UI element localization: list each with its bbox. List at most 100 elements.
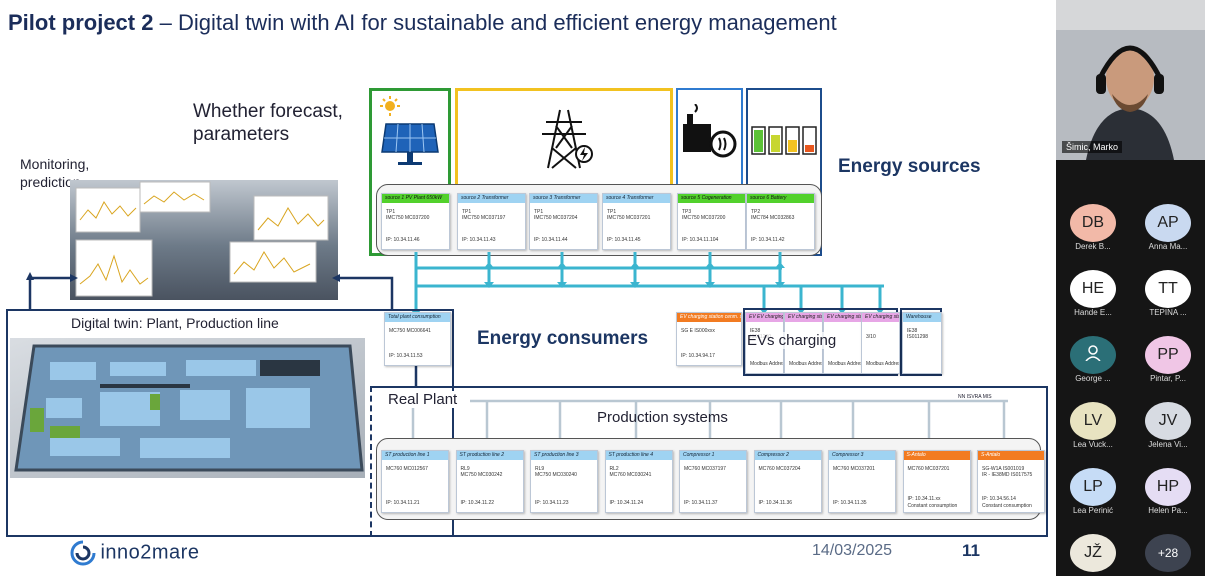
card-ip: IP: 10.34.11.45 (607, 237, 641, 243)
participant-name: Lea Perinić (1072, 506, 1114, 515)
speaker-name: Šimic, Marko (1062, 141, 1123, 153)
card-ip: IP: 10.34.11.23 (535, 500, 569, 506)
label-production-systems: Production systems (597, 409, 728, 426)
participant-name: Derek B... (1075, 242, 1111, 251)
card-row: MC760 MC037201 (907, 466, 950, 472)
card-row: TP1 (462, 209, 472, 215)
participant-name: TEPINA ... (1149, 308, 1187, 317)
battery-icon (751, 126, 817, 155)
card-ip: IP: 10.34.11.53 (389, 353, 423, 359)
participant-avatar[interactable]: HP (1145, 468, 1191, 506)
card-header: Compressor 1 (680, 451, 746, 460)
card-note: Constant consumption (982, 503, 1032, 509)
card-row: MC750 MC006641 (389, 328, 431, 334)
card-ip: IP: 10.34.11.44 (534, 237, 568, 243)
card-header: ST production line 4 (605, 451, 672, 460)
participant-name: Lea Vuck... (1073, 440, 1113, 449)
card-row: TP3 (682, 209, 692, 215)
card-header: EV charging station 4 (862, 313, 899, 322)
solar-panel-icon (380, 96, 439, 165)
label-evs-charging: EVs charging (747, 332, 837, 349)
card-ip: Modbus Address (828, 361, 862, 367)
card-row: TP1 (386, 209, 396, 215)
card-ip: Modbus Address (789, 361, 823, 367)
footer-date: 14/03/2025 (812, 542, 893, 559)
label-nn-isvra: NN ISVRA MIS (958, 394, 992, 400)
card-row: IMC750 MC037197 (462, 215, 506, 221)
label-energy-consumers: Energy consumers (477, 328, 649, 349)
card-row: RL9 (535, 466, 545, 472)
card-row: IMC750 MC037201 (607, 215, 651, 221)
card-row: IMC750 MC037200 (682, 215, 726, 221)
participant-avatar[interactable]: JV (1145, 402, 1191, 440)
card-ip: IP: 10.34.11.104 (682, 237, 719, 243)
card-row: MC750 MC030242 (460, 472, 503, 478)
card-ip: IP: 10.34.11.37 (684, 500, 718, 506)
participant-avatar[interactable]: TT (1145, 270, 1191, 308)
label-energy-sources: Energy sources (838, 156, 981, 177)
card-header: source 1 PV Plant 650kW (382, 194, 449, 203)
participant-name: Anna Ma... (1148, 242, 1188, 251)
label-digital-twin: Digital twin: Plant, Production line (71, 315, 279, 331)
card-ip: IP: 10.34.11.46 (386, 237, 420, 243)
participant-avatar[interactable]: HE (1070, 270, 1116, 308)
cogeneration-icon (683, 104, 737, 158)
user-icon (1085, 345, 1101, 362)
participant-avatar[interactable]: JŽ (1070, 534, 1116, 572)
label-monitoring: Monitoring, (20, 156, 90, 172)
card-header: ST production line 3 (531, 451, 597, 460)
card-row: IMC750 MC037204 (534, 215, 578, 221)
participant-avatar[interactable]: DB (1070, 204, 1116, 242)
card-row: RL2 (609, 466, 619, 472)
card-row: SG E IS000xxx (681, 328, 715, 334)
real-plant-frame (370, 386, 1048, 537)
participant-name: George ... (1075, 374, 1111, 383)
card-ip: Modbus Address (866, 361, 900, 367)
presentation-slide: Pilot project 2 – Digital twin with AI f… (0, 0, 1056, 576)
card-header: source 3 Transformer (530, 194, 597, 203)
card-row: MC760 MC030241 (609, 472, 652, 478)
label-prediction: prediction (20, 174, 81, 190)
card-ip: IP: 10.34.11.35 (833, 500, 867, 506)
card-header: ST production line 1 (382, 451, 448, 460)
card-ip: IP: 10.34.11.21 (386, 500, 420, 506)
energy-flow-pipes (26, 252, 1009, 450)
card-note: Constant consumption (907, 503, 958, 509)
participant-avatar[interactable]: LP (1070, 468, 1116, 506)
digital-twin-plant-image (10, 338, 365, 478)
card-ip: IP: 10.34.11.42 (751, 237, 785, 243)
card-row: 3/10 (866, 334, 876, 340)
card-row: MC760 MC037201 (833, 466, 875, 472)
card-header: EV charging station 3 (824, 313, 861, 322)
card-row: IS011298 (907, 334, 929, 340)
participant-avatar[interactable] (1070, 336, 1116, 374)
participant-name: Jelena Vi... (1148, 440, 1188, 449)
card-header: Warehouse (903, 313, 941, 322)
card-row: SG-W1A IS001019 (982, 466, 1025, 472)
participant-avatar[interactable]: PP (1145, 336, 1191, 374)
card-row: TP2 (751, 209, 761, 215)
consumer-card: EV charging station cenm. smart interfac… (676, 312, 742, 366)
speaker-video[interactable]: Šimic, Marko (1056, 0, 1205, 160)
participant-avatar[interactable]: +28 (1145, 534, 1191, 572)
participant-avatar[interactable]: AP (1145, 204, 1191, 242)
card-row: IE38 (750, 328, 761, 334)
card-header: Compressor 3 (829, 451, 895, 460)
card-row: IE38 (907, 328, 918, 334)
card-header: source 4 Transformer (603, 194, 670, 203)
participant-name: Pintar, P... (1150, 374, 1186, 383)
participant-avatar[interactable]: LV (1070, 402, 1116, 440)
card-header: S-Antalo (978, 451, 1044, 460)
